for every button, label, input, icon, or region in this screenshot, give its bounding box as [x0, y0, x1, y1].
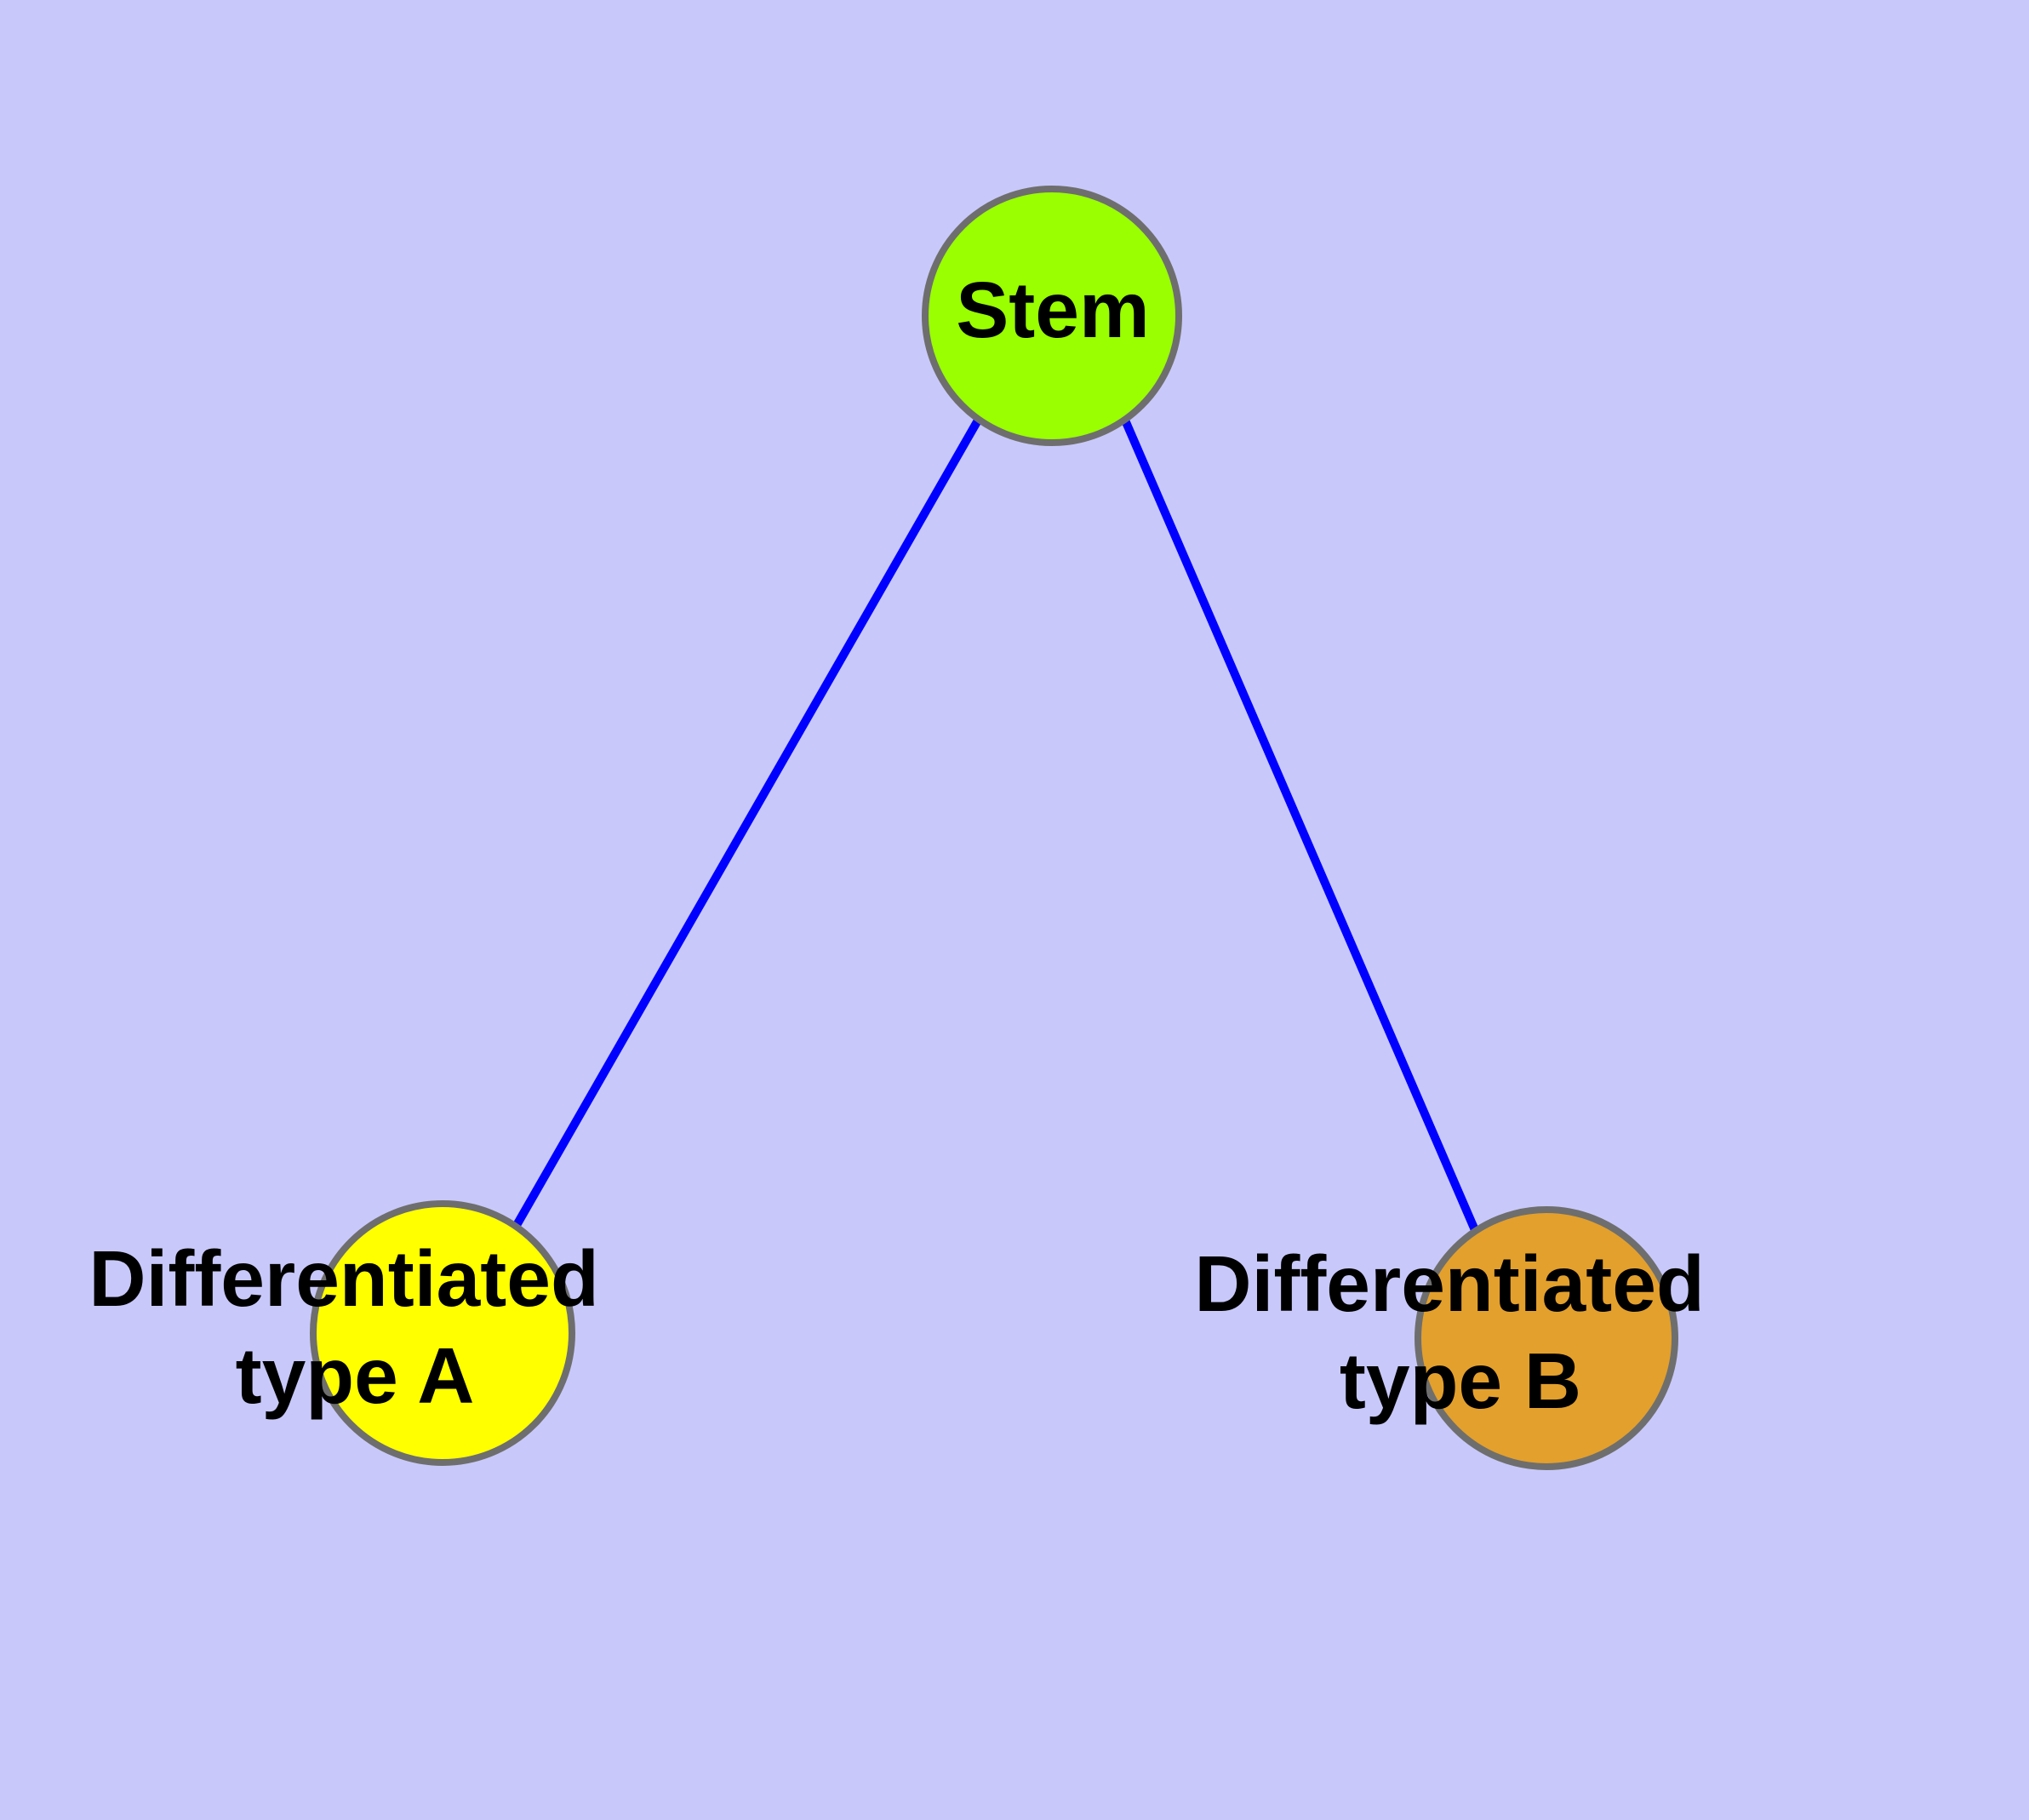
differentiated-type-a-node-label: Differentiated type A: [89, 1233, 620, 1419]
differentiated-type-b-node[interactable]: Differentiated type B: [1194, 1206, 1726, 1470]
differentiated-type-b-label-line-1: Differentiated: [1194, 1239, 1704, 1327]
stem-node-circle[interactable]: [922, 186, 1182, 446]
edge-stem-to-type-b[interactable]: [1119, 415, 1479, 1232]
edges-layer: [512, 415, 1479, 1232]
differentiated-type-a-label-line-2: type A: [236, 1331, 475, 1420]
differentiated-type-b-label-line-2: type B: [1340, 1336, 1581, 1425]
differentiated-type-b-node-circle[interactable]: [1415, 1206, 1678, 1470]
stem-node[interactable]: Stem: [922, 186, 1182, 446]
differentiated-type-a-label-line-1: Differentiated: [89, 1233, 598, 1322]
differentiated-type-a-node-circle[interactable]: [310, 1200, 575, 1466]
differentiated-type-a-node[interactable]: Differentiated type A: [89, 1200, 620, 1466]
differentiated-type-b-node-label: Differentiated type B: [1194, 1239, 1726, 1424]
nodes-layer: Stem Differentiated type A Differentiate…: [89, 186, 1726, 1470]
edge-stem-to-type-a[interactable]: [512, 416, 983, 1229]
stem-node-label: Stem: [956, 266, 1149, 354]
stem-node-label-line-1: Stem: [956, 266, 1149, 354]
